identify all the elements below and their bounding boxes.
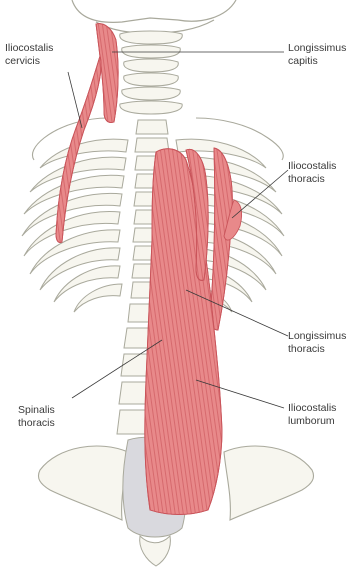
label-iliocostalis-lumborum: Iliocostalis lumborum <box>288 402 336 428</box>
label-longissimus-thoracis: Longissimus thoracis <box>288 330 346 356</box>
label-line-2: thoracis <box>18 417 55 430</box>
label-line-1: Longissimus <box>288 330 346 343</box>
label-line-2: thoracis <box>288 173 336 186</box>
label-line-1: Spinalis <box>18 404 55 417</box>
cervical-vertebrae <box>120 31 183 114</box>
ribs-left <box>22 139 128 312</box>
label-line-2: thoracis <box>288 343 346 356</box>
label-line-1: Iliocostalis <box>288 402 336 415</box>
label-line-2: lumborum <box>288 415 336 428</box>
label-line-1: Iliocostalis <box>288 160 336 173</box>
leader-iliocostalis-cervicis <box>68 72 82 128</box>
label-longissimus-capitis: Longissimus capitis <box>288 42 346 68</box>
label-spinalis-thoracis: Spinalis thoracis <box>18 404 55 430</box>
label-line-2: cervicis <box>5 55 53 68</box>
label-line-1: Iliocostalis <box>5 42 53 55</box>
label-line-1: Longissimus <box>288 42 346 55</box>
label-iliocostalis-cervicis: Iliocostalis cervicis <box>5 42 53 68</box>
label-iliocostalis-thoracis: Iliocostalis thoracis <box>288 160 336 186</box>
label-line-2: capitis <box>288 55 346 68</box>
